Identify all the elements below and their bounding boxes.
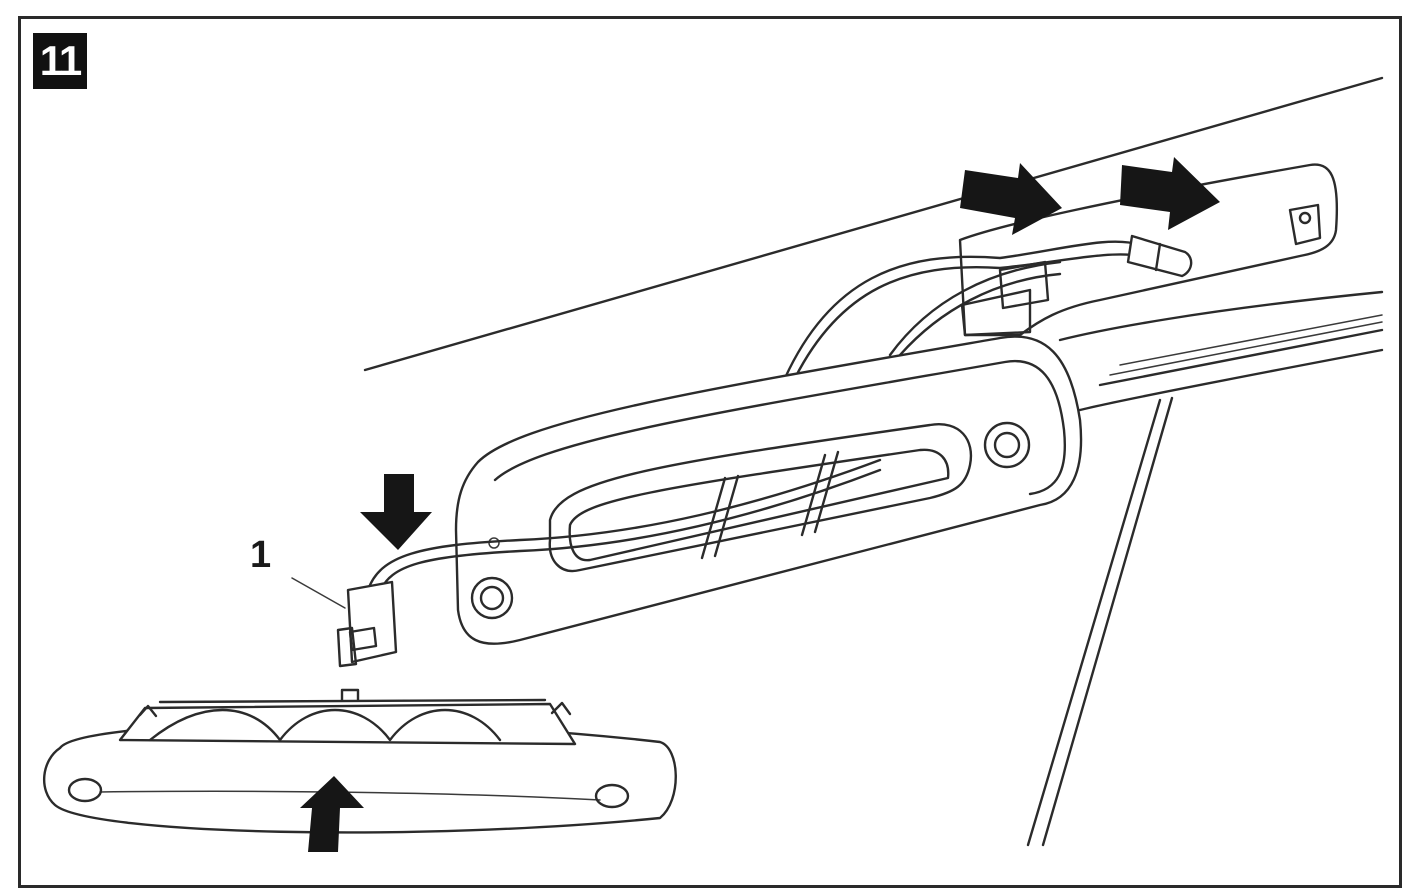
connector-arrow — [360, 474, 432, 550]
upper-connector-cap — [1154, 242, 1162, 272]
handle-slot-1 — [700, 476, 727, 560]
handle-recess — [548, 423, 973, 573]
step-number-badge: 11 — [33, 33, 87, 89]
rail-inner-1 — [1119, 314, 1383, 366]
lamp-clip-left — [138, 704, 158, 718]
diagram-frame — [18, 16, 1402, 888]
handle-slot-2b — [813, 450, 840, 534]
bracket-screw — [1298, 211, 1312, 225]
upper-connector — [1126, 234, 1193, 278]
handle-bolt-right — [983, 421, 1031, 469]
lamp-clip — [340, 688, 360, 702]
wire-upper-b — [793, 253, 1142, 380]
handle-inner-rim — [493, 359, 1066, 496]
lamp-clip-right — [550, 701, 572, 716]
lamp-lens-line — [99, 790, 601, 801]
wire-upper-a — [783, 240, 1142, 380]
rail-mid — [1098, 328, 1384, 387]
lamp-install-arrow — [300, 776, 364, 852]
handle-slot-1b — [713, 474, 740, 558]
clip-left — [960, 288, 1032, 337]
connector-1-tab — [348, 626, 378, 652]
handle-body — [454, 335, 1083, 645]
lamp-housing-top — [158, 698, 547, 704]
callout-label-1: 1 — [250, 534, 272, 576]
roof-edge-line — [363, 76, 1384, 372]
handle-bolt-left-inner — [479, 585, 505, 611]
bracket-slot — [1288, 203, 1322, 246]
lamp-hole-right — [594, 783, 630, 809]
lamp-housing — [118, 702, 577, 746]
lamp-led-row — [148, 708, 502, 742]
rail-top — [1058, 290, 1384, 342]
pillar-left-edge — [1026, 398, 1162, 847]
wire-lower-b — [378, 468, 882, 594]
rail-inner-2 — [1109, 321, 1383, 376]
handle-bolt-right-inner — [993, 431, 1021, 459]
wire-upper-c — [888, 260, 1062, 357]
handle-recess-inner — [568, 448, 950, 562]
wire-lower-a — [366, 458, 882, 592]
push-arrow-top-left — [960, 163, 1062, 235]
lamp-hole-left — [67, 777, 103, 803]
handle-bolt-left — [470, 576, 514, 620]
wire-upper-d — [898, 272, 1062, 357]
push-arrow-top-right — [1120, 157, 1220, 230]
pillar-right-edge — [1041, 396, 1174, 847]
callout-1-leader — [291, 577, 346, 609]
connector-1-face — [336, 626, 358, 668]
rail-bottom — [1078, 348, 1384, 412]
